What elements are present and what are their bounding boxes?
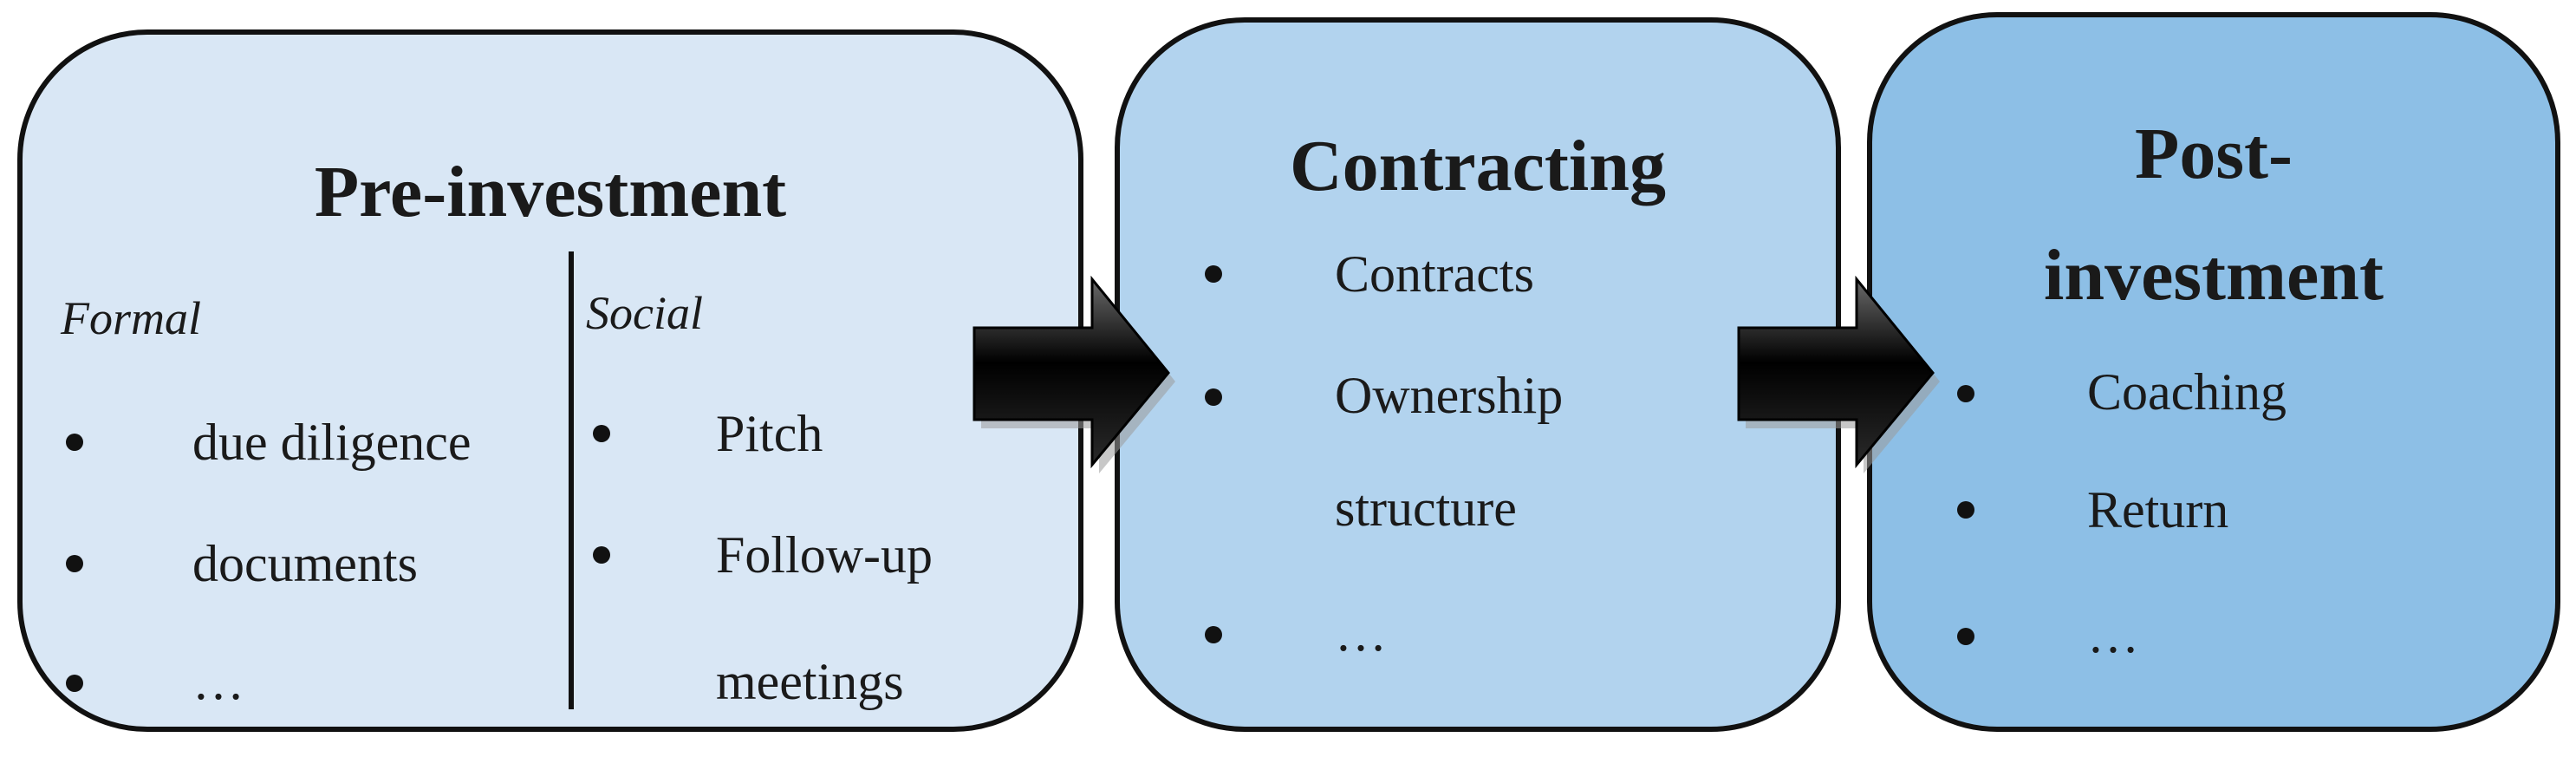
contracting-box: Contracting Contracts Ownership structur… — [1115, 17, 1841, 732]
pre-investment-title: Pre-investment — [314, 152, 787, 232]
bullet-icon — [593, 546, 610, 564]
post-investment-title-line2: investment — [2044, 235, 2384, 316]
right-arrow-icon — [973, 276, 1175, 473]
column-divider — [569, 251, 574, 709]
social-item-pitch: Pitch — [716, 405, 823, 462]
bullet-icon — [1205, 388, 1222, 406]
bullet-icon — [1957, 501, 1974, 519]
post-item-ellipsis: … — [2087, 606, 2139, 663]
formal-item-ellipsis: … — [192, 653, 244, 710]
social-heading: Social — [586, 287, 703, 339]
post-item-coaching: Coaching — [2087, 363, 2287, 421]
contracting-item-ellipsis: … — [1335, 604, 1387, 662]
formal-heading: Formal — [61, 292, 201, 344]
social-item-follow-up: Follow-up — [716, 526, 933, 584]
pre-investment-box: Pre-investment Formal due diligence docu… — [17, 29, 1083, 732]
post-investment-title-line1: Post- — [2135, 114, 2293, 194]
right-arrow-icon — [1737, 276, 1940, 473]
social-item-meetings: meetings — [716, 653, 904, 710]
contracting-item-contracts: Contracts — [1335, 245, 1534, 303]
bullet-icon — [66, 434, 83, 451]
contracting-item-ownership: Ownership — [1335, 367, 1564, 424]
bullet-icon — [1205, 265, 1222, 283]
contracting-title: Contracting — [1290, 126, 1666, 206]
formal-item-due-diligence: due diligence — [192, 414, 472, 471]
bullet-icon — [1957, 628, 1974, 645]
bullet-icon — [66, 555, 83, 572]
bullet-icon — [1205, 626, 1222, 643]
bullet-icon — [1957, 385, 1974, 402]
formal-item-documents: documents — [192, 535, 418, 592]
bullet-icon — [66, 675, 83, 692]
post-item-return: Return — [2087, 481, 2229, 538]
post-investment-box: Post- investment Coaching Return … — [1867, 12, 2560, 732]
bullet-icon — [593, 425, 610, 442]
contracting-item-structure: structure — [1335, 480, 1517, 537]
